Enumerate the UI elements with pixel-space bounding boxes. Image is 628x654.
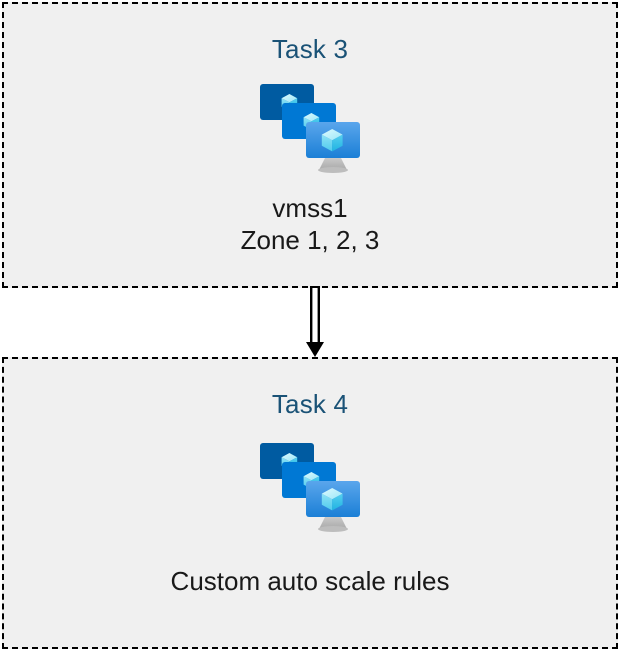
- double-line-down-arrow-icon: [306, 286, 324, 357]
- task4-heading: Task 4: [271, 389, 349, 419]
- task3-caption: vmss1 Zone 1, 2, 3: [241, 192, 380, 256]
- task4-caption-line-1: Custom auto scale rules: [170, 566, 450, 596]
- task3-caption-line-1: vmss1: [272, 193, 348, 223]
- task3-heading: Task 3: [271, 34, 349, 64]
- task-box-task4[interactable]: Task 4: [2, 357, 618, 649]
- task3-caption-line-2: Zone 1, 2, 3: [240, 225, 380, 256]
- vmss-stacked-monitors-icon: [260, 443, 360, 532]
- task-box-task3[interactable]: Task 3: [2, 2, 618, 288]
- vmss-stacked-monitors-icon: [260, 84, 360, 173]
- task4-caption: Custom auto scale rules: [171, 565, 450, 597]
